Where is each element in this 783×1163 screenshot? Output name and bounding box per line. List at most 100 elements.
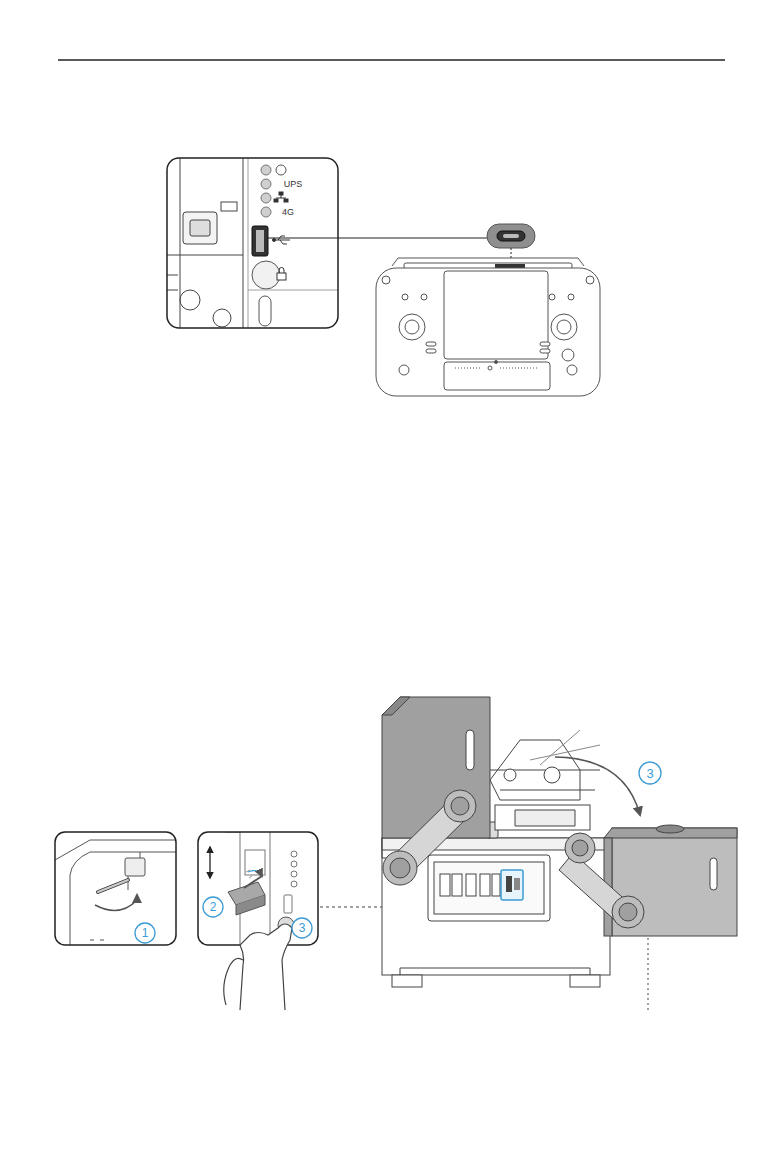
latch-inset — [98, 880, 128, 892]
dock — [466, 874, 476, 896]
panel-inset — [183, 212, 217, 244]
inset-frame — [167, 158, 338, 328]
dock — [389, 798, 470, 877]
dock — [710, 858, 717, 890]
usb-c-callout — [487, 224, 535, 248]
usb-symbol — [273, 239, 276, 242]
breaker-inset — [291, 871, 297, 877]
callout-circle — [135, 923, 155, 943]
latch-inset — [55, 832, 176, 945]
breaker-inset — [198, 832, 318, 945]
usb-symbol — [273, 236, 291, 244]
remote-controller — [586, 276, 594, 284]
network-icon — [279, 192, 283, 195]
remote-controller — [376, 268, 600, 396]
panel-inset — [261, 179, 271, 189]
panel-inset — [221, 202, 237, 211]
dock — [480, 874, 490, 896]
network-icon — [284, 199, 288, 202]
dock — [500, 790, 595, 791]
remote-controller — [444, 362, 550, 390]
dock — [392, 975, 422, 987]
dock — [530, 730, 600, 765]
breaker-inset — [291, 861, 297, 867]
latch-inset — [55, 832, 176, 945]
double-arrow — [209, 847, 210, 878]
dock — [570, 975, 600, 987]
breaker-inset — [291, 881, 297, 887]
breaker-inset — [284, 895, 292, 913]
remote-controller — [562, 349, 574, 361]
panel-inset — [261, 193, 271, 203]
panel-inset — [167, 158, 338, 328]
dock — [382, 697, 410, 715]
dock — [492, 874, 500, 896]
breaker-inset — [270, 832, 271, 945]
dock — [544, 767, 560, 783]
network-icon — [274, 192, 288, 202]
callout-number: 2 — [210, 901, 217, 913]
panel-inset — [261, 165, 271, 175]
latch-inset — [98, 880, 128, 892]
remote-controller — [405, 320, 419, 334]
lock-icon — [277, 268, 286, 281]
remote-controller — [568, 294, 574, 300]
finger — [224, 958, 243, 1005]
dock — [390, 858, 410, 878]
motion-arrow — [555, 757, 640, 815]
breaker-inset — [248, 871, 262, 876]
remote-controller — [402, 294, 408, 300]
remote-controller — [455, 368, 480, 369]
callout-circle — [292, 918, 312, 938]
remote-controller — [540, 349, 550, 353]
dock — [428, 855, 550, 921]
dock — [451, 797, 469, 815]
dock — [504, 769, 516, 781]
breaker-inset — [291, 851, 297, 857]
callout-circle — [203, 897, 223, 917]
dock — [515, 810, 575, 826]
network-icon — [276, 198, 286, 199]
remote-controller — [567, 365, 577, 375]
dock — [495, 805, 590, 830]
remote-controller — [495, 264, 525, 268]
leader-line — [648, 938, 649, 1010]
lock-icon — [277, 273, 286, 280]
remote-controller — [549, 294, 555, 300]
panel-inset — [167, 255, 243, 256]
inset-frame — [198, 832, 318, 945]
remote-controller — [426, 342, 436, 346]
panel-inset — [276, 165, 286, 175]
panel-inset — [248, 158, 249, 328]
remote-controller — [399, 365, 409, 375]
dock — [440, 874, 450, 896]
dock — [612, 828, 737, 936]
remote-controller — [382, 276, 390, 284]
dock — [572, 840, 588, 856]
dock — [565, 833, 595, 863]
panel-inset — [190, 220, 210, 236]
panel-inset — [167, 275, 178, 290]
dock — [506, 876, 512, 892]
breaker-inset — [198, 832, 318, 945]
panel-inset — [213, 309, 231, 327]
led-label: UPS — [284, 180, 303, 189]
dock — [514, 878, 520, 890]
remote-controller — [444, 271, 548, 359]
dock — [452, 874, 462, 896]
dock — [382, 697, 737, 987]
panel-inset — [180, 290, 200, 310]
breaker-inset — [236, 895, 265, 915]
dock — [501, 870, 523, 900]
remote-controller — [426, 349, 436, 353]
leader-line — [268, 238, 490, 239]
callout-number: 3 — [646, 767, 653, 780]
callout-number: 1 — [142, 927, 149, 939]
lock-icon — [279, 268, 284, 274]
latch-inset — [90, 940, 104, 941]
usb-symbol — [274, 240, 290, 241]
usb-symbol — [280, 240, 287, 244]
remote-controller — [557, 320, 571, 334]
latch-inset — [125, 858, 145, 876]
